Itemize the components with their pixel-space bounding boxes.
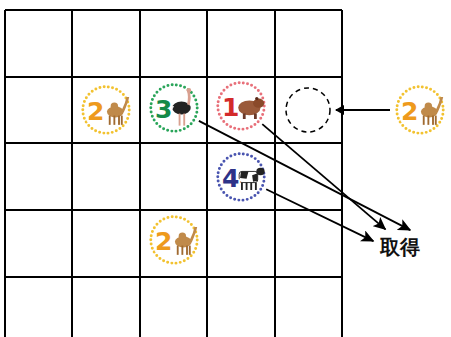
animal-token: 1	[215, 80, 267, 132]
animal-token: 2	[394, 84, 446, 136]
token-number: 2	[87, 99, 104, 124]
token-number: 2	[401, 99, 418, 124]
animal-token: 2	[148, 214, 200, 266]
animal-token: 4	[215, 151, 267, 203]
animal-token: 3	[148, 82, 200, 134]
token-number: 2	[155, 229, 172, 254]
action-text: 取得	[377, 232, 423, 263]
empty-slot	[286, 88, 330, 132]
action-label: 取得	[377, 232, 423, 263]
take-arrow	[266, 189, 373, 241]
token-number: 4	[222, 166, 239, 191]
token-number: 1	[222, 95, 239, 120]
token-number: 3	[155, 97, 172, 122]
placement-arrow	[336, 109, 390, 111]
animal-token: 2	[80, 84, 132, 136]
take-arrow	[262, 124, 385, 229]
take-arrow	[199, 121, 410, 230]
